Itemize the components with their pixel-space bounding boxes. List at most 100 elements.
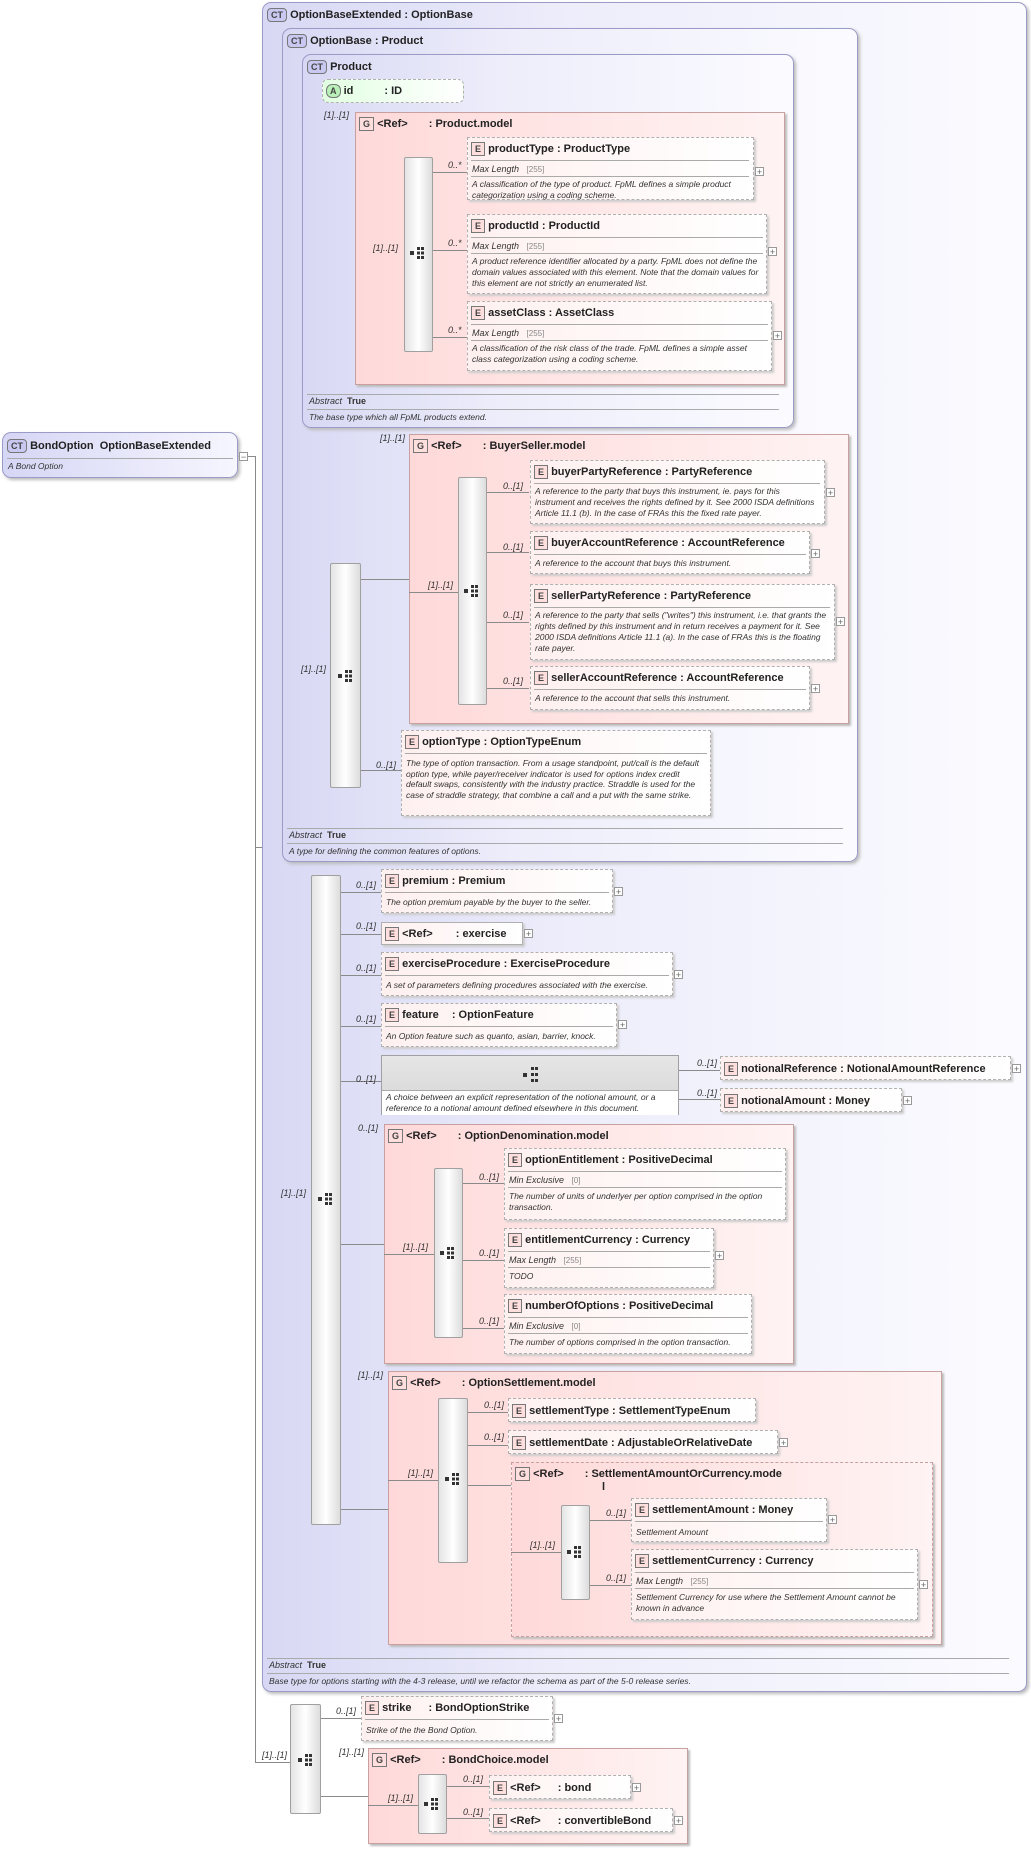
element-notional-amount[interactable]: E notionalAmount : Money xyxy=(720,1088,902,1112)
expand-icon[interactable]: + xyxy=(779,1438,788,1448)
element-premium[interactable]: E premium : Premium The option premium p… xyxy=(381,869,613,913)
element-strike[interactable]: E strike : BondOptionStrike Strike of th… xyxy=(361,1696,553,1741)
choice-compositor[interactable]: A choice between an explicit representat… xyxy=(381,1055,679,1115)
facet-label: Min Exclusive xyxy=(509,1321,565,1331)
abstract-value: True xyxy=(307,1660,327,1670)
element-name: numberOfOptions xyxy=(525,1299,620,1312)
expand-icon[interactable]: + xyxy=(826,488,835,498)
facet-label: Max Length xyxy=(472,164,520,174)
sequence-icon xyxy=(410,247,424,259)
element-badge: E xyxy=(405,735,420,749)
sequence-compositor[interactable] xyxy=(434,1168,463,1338)
cardinality: 0..[1] xyxy=(479,1316,500,1326)
element-type: : ProductId xyxy=(541,219,600,232)
element-seller-account-reference[interactable]: E sellerAccountReference : AccountRefere… xyxy=(530,666,810,710)
element-description: A reference to the party that buys this … xyxy=(535,486,815,518)
expand-icon[interactable]: + xyxy=(554,1714,563,1724)
element-badge: E xyxy=(534,536,549,550)
element-name: : bond xyxy=(557,1781,592,1794)
cardinality: [1]..[1] xyxy=(530,1540,556,1550)
element-badge: E xyxy=(512,1436,527,1450)
type-description: The base type which all FpML products ex… xyxy=(309,412,487,422)
element-type: : ExerciseProcedure xyxy=(503,957,610,970)
element-name: buyerPartyReference xyxy=(551,465,662,478)
group-name: : OptionDenomination.model xyxy=(457,1129,609,1142)
expand-icon[interactable]: + xyxy=(614,887,623,897)
element-buyer-party-reference[interactable]: E buyerPartyReference : PartyReference A… xyxy=(530,460,825,524)
cardinality: 0..[1] xyxy=(356,1014,377,1024)
attribute-name: id xyxy=(343,84,354,97)
element-ref: <Ref> xyxy=(402,927,433,940)
element-badge: E xyxy=(385,927,400,941)
expand-icon[interactable]: + xyxy=(674,970,683,980)
cardinality: 0..[1] xyxy=(484,1432,505,1442)
element-name: settlementAmount xyxy=(652,1503,749,1516)
element-number-of-options[interactable]: E numberOfOptions : PositiveDecimal Min … xyxy=(504,1294,752,1354)
element-ref: <Ref> xyxy=(510,1781,541,1794)
element-convertible-bond[interactable]: E <Ref> : convertibleBond xyxy=(489,1808,673,1832)
element-bond[interactable]: E <Ref> : bond xyxy=(489,1775,631,1799)
cardinality: 0..[1] xyxy=(376,760,397,770)
element-type: : AssetClass xyxy=(548,306,615,319)
group-badge: G xyxy=(372,1753,388,1767)
cardinality: [1]..[1] xyxy=(339,1747,365,1757)
element-asset-class[interactable]: E assetClass : AssetClass Max Length [25… xyxy=(467,301,772,371)
element-settlement-type[interactable]: E settlementType : SettlementTypeEnum xyxy=(508,1398,756,1422)
expand-icon[interactable]: + xyxy=(919,1580,928,1590)
element-product-id[interactable]: E productId : ProductId Max Length [255]… xyxy=(467,214,767,294)
ct-badge: CT xyxy=(307,60,327,74)
cardinality: [1]..[1] xyxy=(388,1793,414,1803)
element-buyer-account-reference[interactable]: E buyerAccountReference : AccountReferen… xyxy=(530,531,810,574)
expand-icon[interactable]: + xyxy=(903,1096,912,1106)
element-badge: E xyxy=(385,1008,400,1022)
element-settlement-amount[interactable]: E settlementAmount : Money Settlement Am… xyxy=(631,1498,827,1542)
type-description: Base type for options starting with the … xyxy=(269,1676,691,1686)
element-description: A reference to the account that buys thi… xyxy=(535,558,732,568)
expand-icon[interactable]: + xyxy=(768,247,777,257)
element-entitlement-currency[interactable]: E entitlementCurrency : Currency Max Len… xyxy=(504,1228,714,1288)
facet-label: Max Length xyxy=(509,1255,557,1265)
expand-icon[interactable]: + xyxy=(828,1515,837,1525)
expand-icon[interactable]: + xyxy=(811,684,820,694)
expand-icon[interactable]: + xyxy=(632,1783,641,1793)
element-name: optionType xyxy=(422,735,481,748)
expand-icon[interactable]: + xyxy=(1012,1064,1021,1074)
abstract-label: Abstract xyxy=(269,1660,303,1670)
facet-label: Max Length xyxy=(472,328,520,338)
element-product-type[interactable]: E productType : ProductType Max Length [… xyxy=(467,137,754,200)
element-name: notionalReference xyxy=(741,1062,838,1075)
element-option-type[interactable]: E optionType : OptionTypeEnum The type o… xyxy=(401,730,711,816)
expand-icon[interactable]: + xyxy=(755,167,764,177)
element-type: : Currency xyxy=(758,1554,814,1567)
expand-icon[interactable]: + xyxy=(836,617,845,627)
sequence-icon xyxy=(298,1754,312,1766)
element-notional-reference[interactable]: E notionalReference : NotionalAmountRefe… xyxy=(720,1056,1011,1080)
element-seller-party-reference[interactable]: E sellerPartyReference : PartyReference … xyxy=(530,584,835,660)
root-complex-type[interactable]: CT BondOption OptionBaseExtended A Bond … xyxy=(2,432,238,478)
cardinality: 0..* xyxy=(448,325,462,335)
element-name: sellerPartyReference xyxy=(551,589,661,602)
element-settlement-date[interactable]: E settlementDate : AdjustableOrRelativeD… xyxy=(508,1430,778,1454)
element-exercise[interactable]: E <Ref> : exercise xyxy=(381,922,523,945)
expand-icon[interactable]: + xyxy=(715,1251,724,1261)
expand-icon[interactable]: + xyxy=(674,1816,683,1826)
element-badge: E xyxy=(493,1781,508,1795)
expand-icon[interactable]: + xyxy=(811,549,820,559)
attribute-id[interactable]: A id : ID xyxy=(322,79,464,103)
element-option-entitlement[interactable]: E optionEntitlement : PositiveDecimal Mi… xyxy=(504,1148,786,1220)
element-exercise-procedure[interactable]: E exerciseProcedure : ExerciseProcedure … xyxy=(381,952,673,996)
cardinality: [1]..[1] xyxy=(281,1188,307,1198)
cardinality: [1]..[1] xyxy=(262,1750,288,1760)
cardinality: 0..[1] xyxy=(503,542,524,552)
element-name: : exercise xyxy=(455,927,507,940)
element-feature[interactable]: E feature : OptionFeature An Option feat… xyxy=(381,1003,617,1047)
expand-icon[interactable]: + xyxy=(524,929,533,939)
expand-icon[interactable]: − xyxy=(239,452,248,462)
group-ref: <Ref> xyxy=(431,439,462,452)
choice-icon xyxy=(523,1067,538,1082)
group-name-continued: l xyxy=(602,1481,606,1493)
element-settlement-currency[interactable]: E settlementCurrency : Currency Max Leng… xyxy=(631,1549,918,1620)
expand-icon[interactable]: + xyxy=(618,1020,627,1030)
expand-icon[interactable]: + xyxy=(773,331,782,341)
cardinality: 0..* xyxy=(448,238,462,248)
